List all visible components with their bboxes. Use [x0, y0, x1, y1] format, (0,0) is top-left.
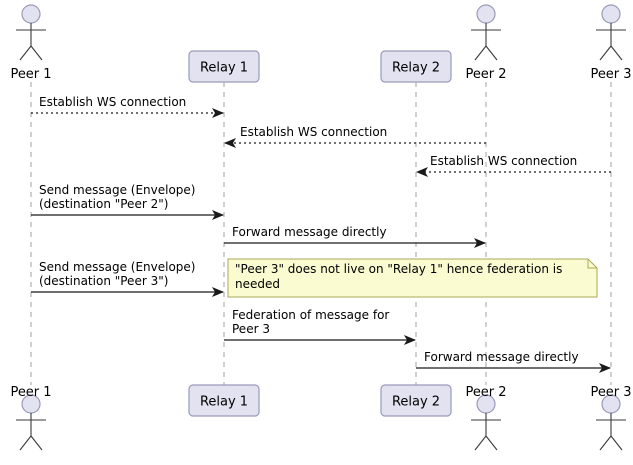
actor-peer2-footer[interactable]: Peer 2 [465, 385, 507, 451]
note-text-line2: needed [235, 277, 280, 291]
message-label: Forward message directly [232, 225, 387, 239]
actor-head-icon [476, 4, 496, 24]
message-6-peer1-to-relay1[interactable]: Send message (Envelope)(destination "Pee… [31, 260, 224, 297]
actor-leg-left [474, 435, 487, 451]
actor-leg-right [610, 45, 623, 61]
message-1-peer1-to-relay1[interactable]: Establish WS connection [31, 95, 224, 118]
participant-box-label: Relay 1 [200, 61, 248, 76]
actor-peer2-header[interactable]: Peer 2 [465, 4, 507, 82]
actor-leg-left [19, 435, 32, 451]
note-text-line1: "Peer 3" does not live on "Relay 1" henc… [235, 262, 562, 276]
actor-label: Peer 2 [465, 67, 506, 82]
participant-box-label: Relay 1 [200, 395, 248, 410]
message-label: Establish WS connection [39, 95, 186, 109]
message-2-peer2-to-relay1[interactable]: Establish WS connection [224, 125, 486, 148]
actor-label: Peer 3 [590, 385, 631, 400]
lifelines-layer [30, 82, 612, 385]
actor-label: Peer 1 [10, 385, 51, 400]
participant-box-label: Relay 2 [392, 61, 440, 76]
actor-leg-left [474, 45, 487, 61]
actors-layer: Peer 1 Peer 2 Peer 3 Peer 1 Peer 2 Peer 3 [10, 4, 632, 451]
note-fold-corner-icon [587, 259, 597, 269]
participant-box-rect [188, 50, 260, 83]
actor-leg-right [485, 435, 498, 451]
actor-leg-right [610, 435, 623, 451]
actor-leg-left [599, 435, 612, 451]
participant-box-relay1-header[interactable]: Relay 1 [188, 50, 260, 83]
actor-leg-right [30, 435, 43, 451]
participant-box-relay2-footer[interactable]: Relay 2 [380, 384, 452, 417]
participant-boxes-layer: Relay 1 Relay 2 Relay 1 Relay 2 [188, 50, 452, 417]
actor-label: Peer 2 [465, 385, 506, 400]
participant-box-relay1-footer[interactable]: Relay 1 [188, 384, 260, 417]
message-label: Federation of message for [232, 308, 389, 322]
message-7-relay1-to-relay2[interactable]: Federation of message for Peer 3 [224, 308, 416, 345]
message-label-line2: Peer 3 [232, 322, 270, 336]
actor-head-icon [601, 4, 621, 24]
note-body [227, 258, 598, 298]
message-3-peer3-to-relay2[interactable]: Establish WS connection [416, 154, 611, 177]
notes-layer: "Peer 3" does not live on "Relay 1" henc… [227, 258, 598, 298]
message-4-peer1-to-relay1[interactable]: Send message (Envelope)(destination "Pee… [31, 183, 224, 220]
message-label: Establish WS connection [240, 125, 387, 139]
participant-box-rect [380, 50, 452, 83]
actor-peer3-header[interactable]: Peer 3 [590, 4, 632, 82]
actor-head-icon [21, 4, 41, 24]
message-label: Send message (Envelope) [39, 260, 196, 274]
message-8-relay2-to-peer3[interactable]: Forward message directly [416, 350, 611, 373]
actor-peer3-footer[interactable]: Peer 3 [590, 385, 632, 451]
actor-label: Peer 1 [10, 67, 51, 82]
actor-leg-left [599, 45, 612, 61]
participant-box-rect [188, 384, 260, 417]
message-label: Establish WS connection [430, 154, 577, 168]
message-label-line2: (destination "Peer 3") [39, 274, 168, 288]
actor-label: Peer 3 [590, 67, 631, 82]
actor-leg-right [30, 45, 43, 61]
actor-leg-left [19, 45, 32, 61]
message-label-line2: (destination "Peer 2") [39, 197, 168, 211]
participant-box-rect [380, 384, 452, 417]
actor-leg-right [485, 45, 498, 61]
participant-box-relay2-header[interactable]: Relay 2 [380, 50, 452, 83]
message-5-relay1-to-peer2[interactable]: Forward message directly [224, 225, 486, 248]
message-label: Forward message directly [424, 350, 579, 364]
note-1: "Peer 3" does not live on "Relay 1" henc… [227, 258, 598, 298]
actor-peer1-footer[interactable]: Peer 1 [10, 385, 52, 451]
message-label: Send message (Envelope) [39, 183, 196, 197]
actor-peer1-header[interactable]: Peer 1 [10, 4, 52, 82]
participant-box-label: Relay 2 [392, 395, 440, 410]
